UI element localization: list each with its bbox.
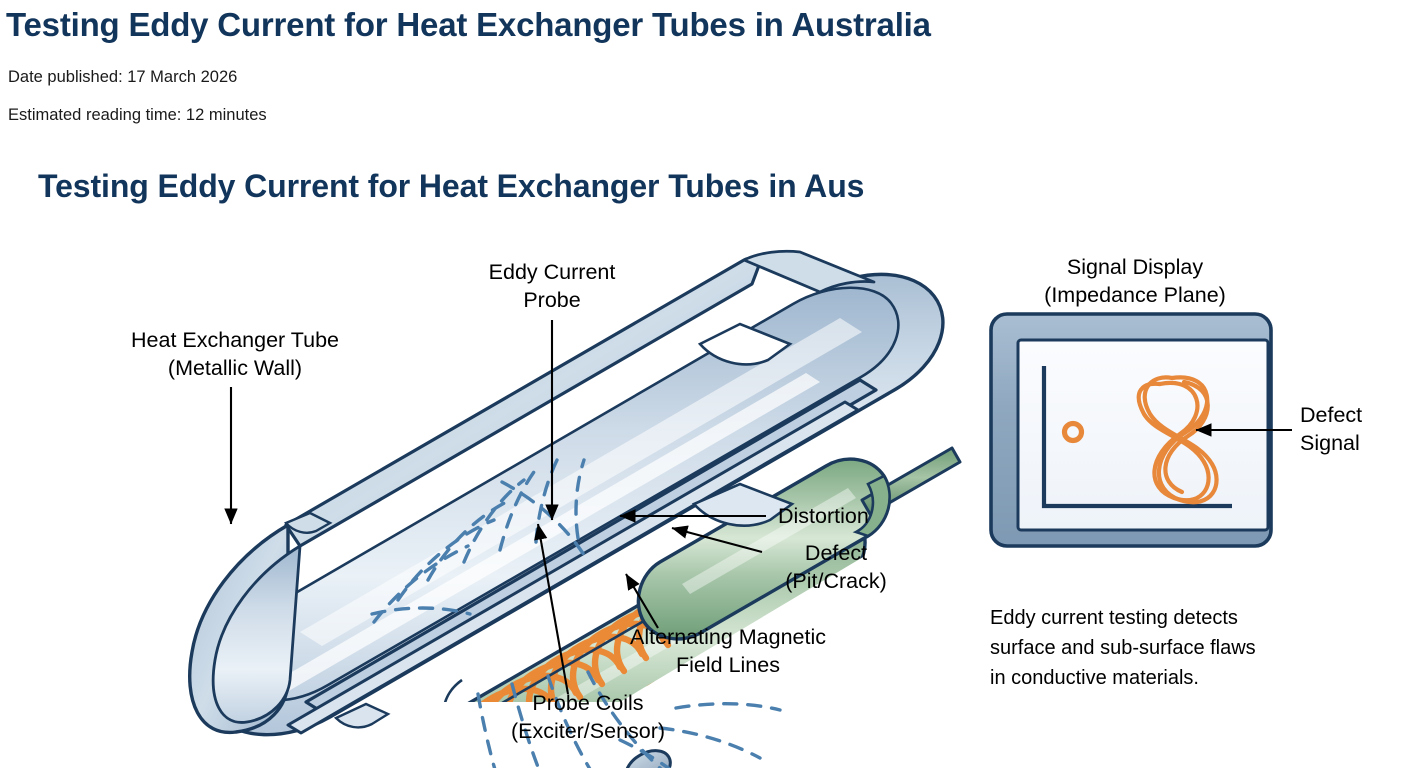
figure-title: Testing Eddy Current for Heat Exchanger …: [38, 168, 865, 204]
eddy-current-diagram: Heat Exchanger Tube (Metallic Wall) Eddy…: [0, 232, 1408, 768]
display-screen: [1016, 338, 1270, 532]
label-defect-signal-line1: Defect: [1300, 403, 1362, 427]
label-field-line1: Alternating Magnetic: [630, 625, 826, 649]
probe-nose-cap: [368, 714, 472, 768]
diagram-caption: Eddy current testing detects surface and…: [990, 607, 1256, 689]
label-coils-line2: (Exciter/Sensor): [511, 719, 665, 743]
leader-defect: [671, 525, 763, 554]
impedance-plane-axes: [1041, 366, 1232, 509]
tube-cut-rails: [286, 378, 878, 735]
caption-line2: surface and sub-surface flaws: [990, 637, 1256, 659]
tube-bottom-notch: [333, 702, 391, 729]
label-distortion: Distortion: [778, 504, 869, 528]
label-tube-line1: Heat Exchanger Tube: [131, 328, 339, 352]
label-field-line2: Field Lines: [676, 653, 780, 677]
tube-open-end: [188, 511, 333, 735]
leader-field: [625, 573, 659, 629]
diagram-labels: Heat Exchanger Tube (Metallic Wall) Eddy…: [131, 260, 887, 743]
tube-exit-notch-top: [697, 322, 793, 366]
liftoff-signal-dot: [1061, 420, 1085, 444]
probe-housing-cut-edge-2: [442, 678, 463, 702]
caption-line3: in conductive materials.: [990, 667, 1199, 689]
signal-display-panel: Signal Display (Impedance Plane): [989, 255, 1362, 548]
defect-pit-crack: [624, 749, 672, 768]
defect-signal-curve: [1136, 375, 1219, 505]
label-defect-line1: Defect: [805, 541, 867, 565]
reading-time: Estimated reading time: 12 minutes: [8, 106, 267, 124]
label-display-line2: (Impedance Plane): [1044, 283, 1226, 307]
label-defect-line2: (Pit/Crack): [785, 569, 887, 593]
probe-exterior-section: [636, 446, 962, 641]
leader-coils: [534, 523, 570, 695]
tube-highlight-band-1: [300, 318, 862, 646]
caption-line1: Eddy current testing detects: [990, 607, 1238, 629]
label-defect-signal-line2: Signal: [1300, 431, 1360, 455]
label-display-line1: Signal Display: [1067, 255, 1203, 279]
date-published: Date published: 17 March 2026: [8, 68, 238, 86]
tube-upper-far-rail-right: [742, 249, 876, 294]
label-probe-line1: Eddy Current: [489, 260, 616, 284]
page-title: Testing Eddy Current for Heat Exchanger …: [6, 6, 931, 43]
label-probe-line2: Probe: [523, 288, 580, 312]
label-tube-line2: (Metallic Wall): [168, 356, 302, 380]
alternating-magnetic-field-lines: [370, 456, 782, 768]
label-coils-line1: Probe Coils: [532, 691, 643, 715]
